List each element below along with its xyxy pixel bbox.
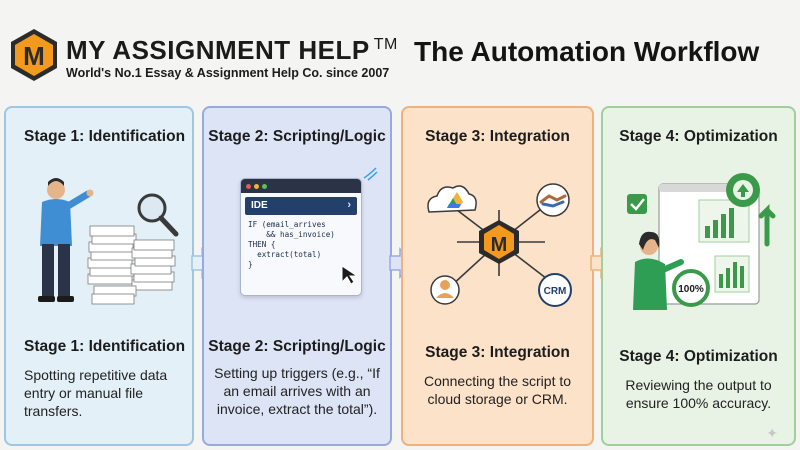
crm-label: CRM: [544, 286, 567, 297]
stage-subtitle: Stage 1: Identification: [24, 338, 186, 355]
stage-title: Stage 2: Scripting/Logic: [208, 128, 386, 145]
cloud-drive-icon: [427, 185, 477, 213]
sparkle-icon: [363, 167, 378, 181]
gear-icon: [726, 173, 760, 207]
ide-label: IDE: [251, 200, 268, 211]
stage-description: Connecting the script to cloud storage o…: [423, 373, 572, 407]
stage-card-scripting: Stage 2: Scripting/Logic IDE › IF (email…: [202, 106, 392, 446]
stage-card-optimization: Stage 4: Optimization: [601, 106, 796, 446]
hub-logo: M: [479, 220, 519, 264]
chevron-right-icon: ›: [347, 199, 351, 211]
checkmark-icon: [627, 194, 647, 214]
accuracy-gauge: 100%: [672, 269, 710, 307]
stage-card-integration: Stage 3: Integration: [401, 106, 594, 446]
stage-title: Stage 1: Identification: [24, 128, 186, 145]
page-title: The Automation Workflow: [414, 36, 760, 67]
hub-letter: M: [491, 234, 508, 256]
stage-description: Setting up triggers (e.g., “If an email …: [214, 365, 380, 417]
crm-icon: CRM: [538, 273, 572, 307]
trademark-mark: TM: [373, 35, 398, 53]
gauge-label: 100%: [678, 284, 704, 295]
brand-tagline: World's No.1 Essay & Assignment Help Co.…: [66, 65, 390, 80]
stage-subtitle: Stage 3: Integration: [425, 344, 570, 361]
stage-description: Spotting repetitive data entry or manual…: [24, 367, 168, 419]
handshake-icon: [536, 183, 570, 217]
cursor-icon: [341, 265, 359, 285]
stage-card-identification: Stage 1: Identification: [4, 106, 194, 446]
person-pointing-icon: [38, 178, 94, 302]
user-icon: [430, 275, 460, 305]
brand-logo: M: [8, 27, 60, 83]
paper-stack-icon: [87, 225, 176, 305]
magnifier-icon: [137, 193, 179, 237]
stage-title: Stage 3: Integration: [425, 128, 570, 145]
code-snippet: IF (email_arrives && has_invoice) THEN {…: [248, 220, 335, 269]
ide-label-bar: IDE ›: [245, 197, 357, 215]
person-reviewing-icon: [633, 231, 684, 310]
stage-description: Reviewing the output to ensure 100% accu…: [625, 377, 772, 411]
stage-title: Stage 4: Optimization: [619, 128, 778, 145]
stage-subtitle: Stage 2: Scripting/Logic: [208, 338, 386, 355]
stage-subtitle: Stage 4: Optimization: [619, 348, 778, 365]
brand-logo-letter: M: [23, 41, 45, 71]
sparkle-icon: ✦: [766, 425, 778, 441]
